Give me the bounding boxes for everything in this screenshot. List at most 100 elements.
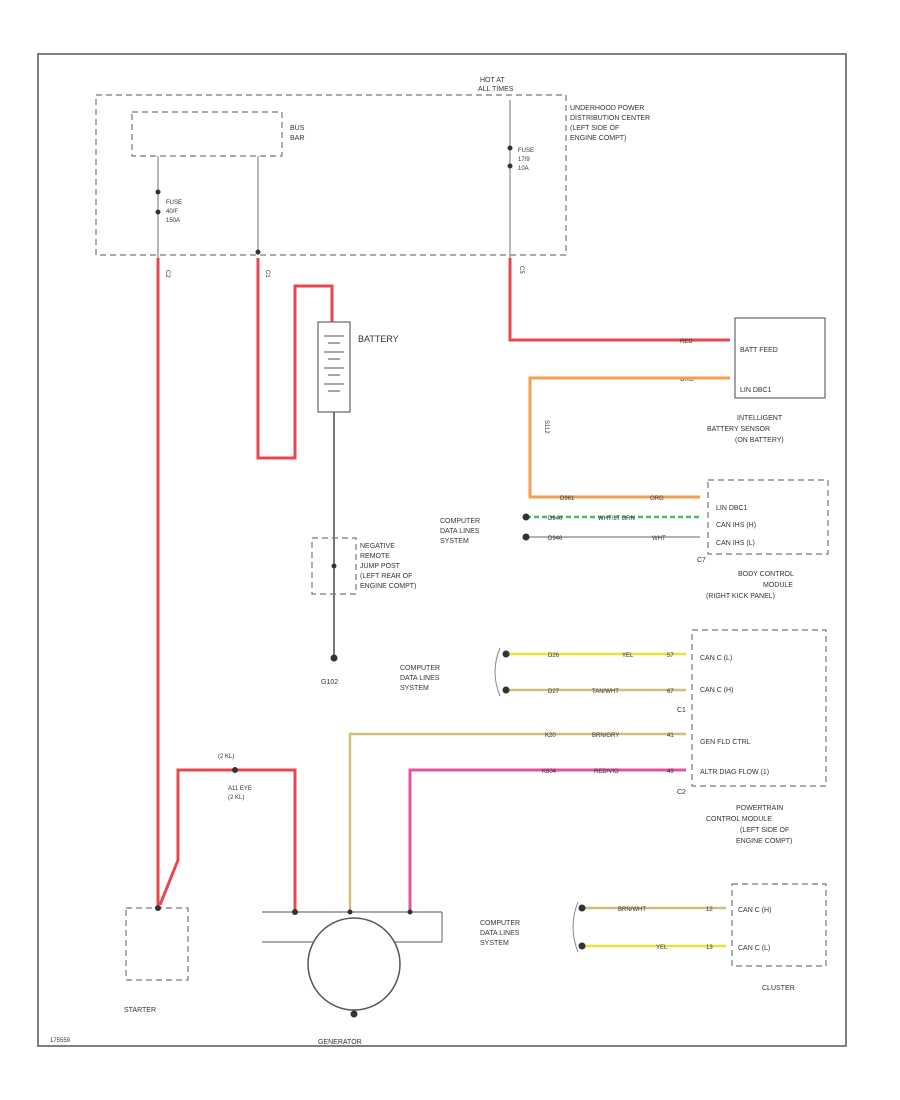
bcm-name-3: (RIGHT KICK PANEL)	[706, 593, 775, 600]
generator-label: GENERATOR	[318, 1039, 362, 1046]
pdc-name-3: (LEFT SIDE OF	[570, 125, 619, 132]
bcm-name-1: BODY CONTROL	[738, 571, 794, 578]
pcm-w2-col: TAN/WHT	[592, 689, 619, 695]
cluster-w1-pin: 12	[706, 907, 713, 913]
ibs-pin-batt: BATT FEED	[740, 347, 778, 354]
cluster-pin-1: CAN C (H)	[738, 907, 771, 914]
bcm-w3-circ: D946	[548, 536, 563, 542]
bcm-w3-col: WHT	[652, 536, 666, 542]
conn-c5-pdc: C5	[518, 266, 524, 274]
pdc-box	[95, 94, 567, 256]
pdc-name-1: UNDERHOOD POWER	[570, 105, 644, 112]
battery-symbol	[317, 321, 351, 413]
jump-post-4: (LEFT REAR OF	[360, 573, 412, 580]
battery-label: BATTERY	[358, 334, 399, 344]
bcm-pin-2: CAN IHS (H)	[716, 522, 756, 529]
pdc-name-4: ENGINE COMPT)	[570, 135, 626, 142]
jump-post-1: NEGATIVE	[360, 543, 395, 550]
wire-red-battery-positive	[256, 258, 334, 460]
pcm-w3-circ: K20	[545, 733, 556, 739]
pcm-w4-circ: K804	[542, 769, 557, 775]
fusible-label-1: A11 EYE	[228, 786, 252, 792]
dl1-3: SYSTEM	[440, 538, 469, 545]
cluster-pin-2: CAN C (L)	[738, 945, 770, 952]
bcm-pin-1: LIN DBC1	[716, 505, 748, 512]
pcm-w4-col: RED/VIO	[594, 769, 619, 775]
pdc-name-2: DISTRIBUTION CENTER	[570, 115, 650, 122]
cluster-w1-col: BRN/WHT	[618, 907, 646, 913]
wire-orange-lin	[528, 376, 730, 499]
generator-symbol	[307, 917, 401, 1011]
jump-post-2: REMOTE	[360, 553, 390, 560]
dl2-1: COMPUTER	[400, 665, 440, 672]
wire-red-fusible	[158, 768, 297, 912]
wire-brown-gray-field	[348, 732, 686, 910]
starter-label: STARTER	[124, 1007, 156, 1014]
pcm-w1-col: YEL	[622, 653, 634, 659]
pcm-pin-1: CAN C (L)	[700, 655, 732, 662]
dl1-1: COMPUTER	[440, 518, 480, 525]
bcm-pin-3: CAN IHS (L)	[716, 540, 755, 547]
hot-label-1: HOT AT	[480, 77, 505, 84]
cluster-w2-col: YEL	[656, 945, 668, 951]
bus-bar-label-1: BUS	[290, 125, 305, 132]
fuse-right-2: 17/9	[518, 157, 530, 163]
cluster-box	[731, 883, 827, 967]
bcm-box	[707, 479, 829, 555]
ibs-splice: S112	[543, 420, 549, 434]
ibs-name-3: (ON BATTERY)	[735, 437, 784, 444]
pcm-w1-circ: D26	[548, 653, 560, 659]
pcm-w2-circ: D27	[548, 689, 560, 695]
bcm-w2-col: WHT/LT GRN	[598, 516, 635, 522]
ibs-wire-red: RED	[680, 339, 693, 345]
pcm-pin-4: ALTR DIAG FLOW (1)	[700, 769, 769, 776]
pcm-conn-c2: C2	[677, 789, 686, 796]
ground-label: G102	[321, 679, 338, 686]
dl3-3: SYSTEM	[480, 940, 509, 947]
fuse-left-2: 40/F	[166, 209, 178, 215]
wire-red-ibs-feed	[508, 258, 730, 342]
fuse-right-1: FUSE	[518, 148, 534, 154]
bcm-connector: C7	[697, 557, 706, 564]
dl1-2: DATA LINES	[440, 528, 480, 535]
pcm-pin-2: CAN C (H)	[700, 687, 733, 694]
cluster-name: CLUSTER	[762, 985, 795, 992]
pcm-name-1: POWERTRAIN	[736, 805, 783, 812]
dl3-2: DATA LINES	[480, 930, 520, 937]
pcm-w4-pin: 49	[667, 769, 674, 775]
jump-post-box	[311, 537, 357, 595]
pcm-pin-3: GEN FLD CTRL	[700, 739, 751, 746]
fusible-top: (2 KL)	[218, 754, 234, 760]
bcm-w1-circ: D961	[560, 496, 575, 502]
bus-bar-box	[131, 111, 283, 157]
pcm-name-4: ENGINE COMPT)	[736, 838, 792, 845]
pcm-box	[691, 629, 827, 787]
figure-code: 175559	[50, 1038, 71, 1044]
pcm-name-2: CONTROL MODULE	[706, 816, 772, 823]
pcm-conn-c1: C1	[677, 707, 686, 714]
bcm-name-2: MODULE	[763, 582, 793, 589]
pcm-w2-pin: 67	[667, 689, 674, 695]
ibs-box	[734, 317, 826, 399]
fuse-left-3: 150A	[166, 218, 180, 224]
hot-label-2: ALL TIMES	[478, 86, 514, 93]
bus-bar-label-2: BAR	[290, 135, 304, 142]
starter-box	[125, 907, 189, 981]
jump-post-3: JUMP POST	[360, 563, 401, 570]
pcm-w1-pin: 57	[667, 653, 674, 659]
pcm-name-3: (LEFT SIDE OF	[740, 827, 789, 834]
ibs-name-2: BATTERY SENSOR	[707, 426, 770, 433]
diagram-frame	[37, 53, 847, 1047]
conn-c1-pdc: C1	[264, 270, 270, 278]
conn-c2-pdc: C2	[164, 270, 170, 278]
data-bracket-cluster	[572, 901, 579, 953]
fuse-left-1: FUSE	[166, 200, 182, 206]
bcm-w1-col: ORG	[650, 496, 664, 502]
dl2-2: DATA LINES	[400, 675, 440, 682]
cluster-w2-pin: 13	[706, 945, 713, 951]
fusible-label-2: (2 KL)	[228, 795, 244, 801]
ibs-pin-lin: LIN DBC1	[740, 387, 772, 394]
fuse-right-3: 10A	[518, 166, 529, 172]
bcm-w2-circ: D940	[548, 516, 563, 522]
ibs-wire-org: ORG	[680, 377, 694, 383]
